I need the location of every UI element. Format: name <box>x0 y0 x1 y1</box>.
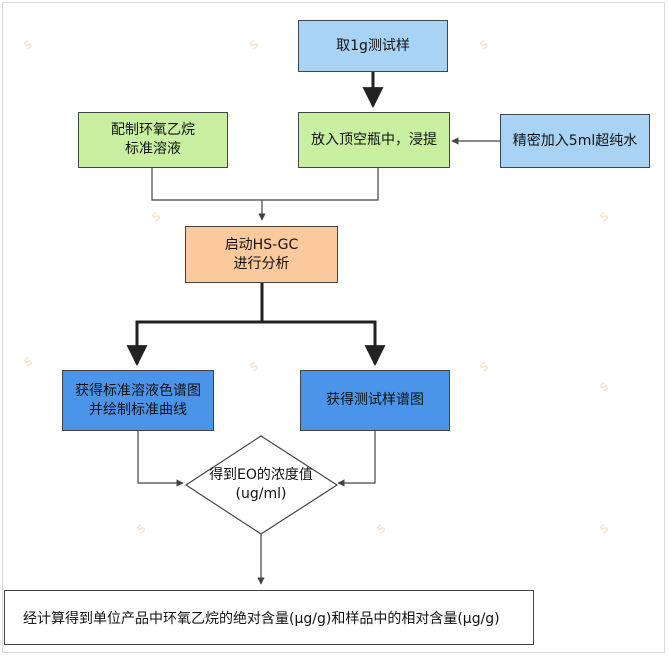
edge-hsgc-to-sample-chromatogram <box>262 320 386 367</box>
vial-extract-node: 放入顶空瓶中，浸提 <box>298 112 450 168</box>
eo-concentration-label: 得到EO的浓度值 (ug/ml) <box>209 467 313 502</box>
edge-curve-to-eo <box>137 431 184 487</box>
standard-curve-node: 获得标准溶液色谱图 并绘制标准曲线 <box>62 370 214 431</box>
sample-chromatogram-node: 获得测试样谱图 <box>300 370 450 431</box>
edge-chromatogram-to-eo <box>337 431 376 487</box>
final-result-node: 经计算得到单位产品中环氧乙烷的绝对含量(μg/g)和样品中的相对含量(μg/g) <box>4 590 534 645</box>
edge-standard-to-hsgc <box>151 168 262 201</box>
prepare-standard-node: 配制环氧乙烷 标准溶液 <box>78 112 228 168</box>
edge-vial-to-hsgc <box>262 168 379 201</box>
take-sample-node: 取1g测试样 <box>298 20 448 72</box>
add-water-node: 精密加入5ml超纯水 <box>500 114 650 168</box>
edge-hsgc-to-standard-curve <box>126 320 262 367</box>
start-hsgc-node: 启动HS-GC 进行分析 <box>185 226 338 283</box>
